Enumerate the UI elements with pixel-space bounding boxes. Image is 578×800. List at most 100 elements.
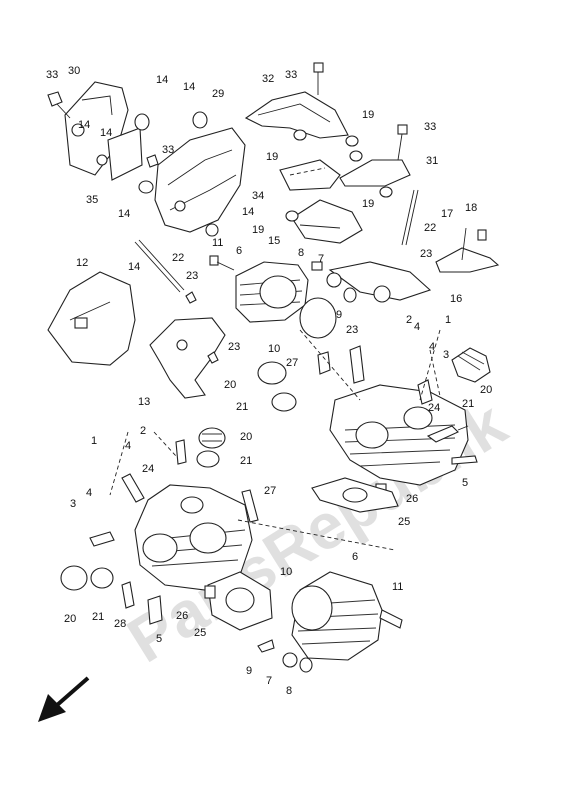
callout-8: 8 [298, 247, 304, 259]
callout-4: 4 [414, 321, 420, 333]
callout-3: 3 [70, 498, 76, 510]
callout-29: 29 [212, 88, 224, 100]
bolt-8-washer-7-9-lower [257, 639, 313, 673]
callout-14: 14 [183, 81, 195, 93]
callout-7: 7 [266, 675, 272, 687]
callout-19: 19 [266, 151, 278, 163]
callout-20: 20 [480, 384, 492, 396]
valve-guide-3-front [89, 531, 115, 547]
callout-28: 28 [114, 618, 126, 630]
callout-10: 10 [268, 343, 280, 355]
cap-20-o-ring-21-mid [257, 361, 297, 412]
callout-1: 1 [445, 314, 451, 326]
callout-19: 19 [362, 198, 374, 210]
callout-2: 2 [406, 314, 412, 326]
bolt-33-top [313, 62, 324, 95]
callout-21: 21 [462, 398, 474, 410]
callout-7: 7 [318, 253, 324, 265]
bolt-33-right [397, 124, 408, 161]
side-cover-12 [47, 271, 136, 366]
bracket-16 [328, 261, 432, 303]
pin-26-front [204, 585, 216, 599]
callout-12: 12 [76, 257, 88, 269]
valve-cap-20-front [196, 427, 226, 468]
valve-cap-20-right [451, 347, 491, 383]
bolt-11-upper [209, 255, 235, 271]
callout-16: 16 [450, 293, 462, 305]
callout-33: 33 [162, 144, 174, 156]
callout-31: 31 [426, 155, 438, 167]
spark-plug-24-right [426, 425, 469, 443]
rubber-grommet-14-a [134, 111, 219, 237]
callout-17: 17 [441, 208, 453, 220]
callout-23: 23 [346, 324, 358, 336]
callout-8: 8 [286, 685, 292, 697]
callout-21: 21 [92, 611, 104, 623]
callout-14: 14 [156, 74, 168, 86]
gasket-25-front [207, 571, 273, 631]
bolt-27-right [317, 351, 331, 375]
callout-4: 4 [125, 440, 131, 452]
bolt-33-left [47, 91, 71, 119]
bolt-23-left [185, 291, 219, 364]
callout-14: 14 [242, 206, 254, 218]
callout-25: 25 [398, 516, 410, 528]
gasket-15 [291, 199, 363, 244]
long-bolt-22-right [401, 189, 419, 246]
callout-35: 35 [86, 194, 98, 206]
callout-11: 11 [392, 581, 403, 593]
callout-6: 6 [236, 245, 242, 257]
callout-11: 11 [212, 237, 223, 249]
callout-23: 23 [186, 270, 198, 282]
bolt-11-lower [379, 609, 403, 629]
leader-lines [109, 329, 441, 551]
callout-19: 19 [362, 109, 374, 121]
callout-21: 21 [236, 401, 248, 413]
callout-4: 4 [429, 341, 435, 353]
callout-9: 9 [246, 665, 252, 677]
callout-4: 4 [86, 487, 92, 499]
callout-24: 24 [142, 463, 154, 475]
callout-24: 24 [428, 402, 440, 414]
callout-9: 9 [336, 309, 342, 321]
rear-cylinder-head [329, 384, 469, 486]
callout-33: 33 [285, 69, 297, 81]
callout-27: 27 [286, 357, 298, 369]
long-bolt-22-left [134, 239, 185, 293]
bracket-17-18 [435, 227, 500, 273]
bolt-8-washer-7-9-upper [311, 261, 357, 303]
gasket-25-right [311, 477, 399, 513]
grommet-19-mid [285, 210, 299, 222]
callout-20: 20 [64, 613, 76, 625]
studs-5-28-front [121, 581, 163, 625]
cylinder-6-rear [235, 261, 309, 323]
gasket-10-upper [299, 297, 337, 339]
spark-plug-24-front [121, 473, 145, 503]
cylinder-head-cover-32 [244, 91, 349, 139]
callout-33: 33 [46, 69, 58, 81]
callout-26: 26 [176, 610, 188, 622]
grommet-19-top [293, 129, 363, 162]
callout-27: 27 [264, 485, 276, 497]
callout-19: 19 [252, 224, 264, 236]
callout-14: 14 [100, 127, 112, 139]
cover-31 [339, 159, 411, 187]
valve-guide-2-front [175, 439, 187, 465]
side-cover-plate-35 [107, 127, 143, 181]
callout-5: 5 [156, 633, 162, 645]
gasket-34 [279, 159, 341, 191]
callout-33: 33 [424, 121, 436, 133]
callout-5: 5 [462, 477, 468, 489]
callout-26: 26 [406, 493, 418, 505]
front-direction-arrow-icon [38, 676, 90, 722]
bolt-33-mid [146, 154, 159, 168]
engine-bracket-13 [149, 317, 226, 399]
callout-6: 6 [352, 551, 358, 563]
callout-14: 14 [78, 119, 90, 131]
callout-30: 30 [68, 65, 80, 77]
callout-23: 23 [420, 248, 432, 260]
gasket-10-lower [291, 585, 333, 631]
callout-14: 14 [118, 208, 130, 220]
callout-2: 2 [140, 425, 146, 437]
